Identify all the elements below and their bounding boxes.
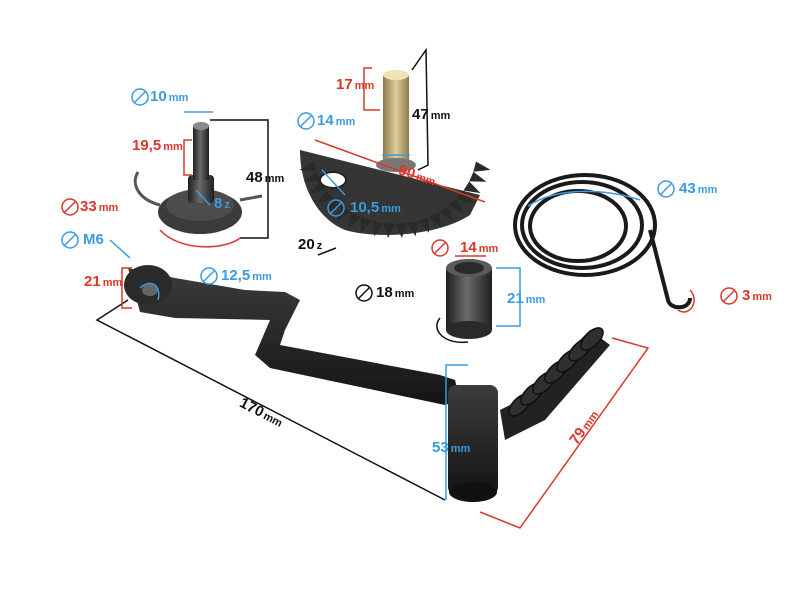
lever-arm: [128, 268, 460, 405]
dim-sector-hole: [321, 169, 346, 196]
label-lever-length: 170mm: [236, 394, 285, 430]
diameter-icon: [200, 267, 218, 285]
sector-shaft-top: [383, 70, 409, 80]
dim-sector-spline: [363, 67, 380, 111]
pedal-rib: [580, 327, 604, 351]
diameter-icon: [657, 180, 675, 198]
diameter-symbols: [61, 88, 738, 305]
kick-sector-gear: [299, 70, 491, 238]
dim-gear-shaft-length: [183, 139, 192, 176]
bushing-body: [446, 268, 492, 330]
spring-coil-2: [520, 180, 644, 270]
dim-sector-width: [314, 139, 486, 203]
pedal-rubber-ribs: [508, 327, 604, 417]
gear-helical-teeth: [188, 175, 214, 203]
spring-coil-1: [513, 173, 657, 277]
gear-inner-ring: [166, 189, 234, 221]
gear-shaft-top: [193, 122, 209, 130]
diameter-icon: [720, 287, 738, 305]
gear-clip-end: [239, 194, 263, 202]
spring-hook: [648, 229, 692, 310]
dim-sector-teeth-pointer: [317, 247, 337, 256]
bushing-bore: [454, 262, 484, 274]
diameter-icon: [297, 112, 315, 130]
gear-shaft: [193, 125, 209, 180]
dim-lever-thread: [109, 239, 131, 259]
lever-bore-hole: [142, 284, 158, 296]
dim-gear-diameter: [159, 229, 241, 248]
label-lever-thread: M6: [83, 231, 104, 248]
diameter-icon: [61, 231, 79, 249]
diameter-icon: [327, 199, 345, 217]
label-sector-width: 90mm: [396, 161, 437, 189]
sector-spline-shaft: [383, 75, 409, 165]
return-spring: [513, 173, 692, 310]
dim-lever-eye: [121, 267, 132, 309]
diameter-icon: [431, 239, 449, 257]
dim-lever-bore: [139, 282, 160, 301]
gear-clip-wire: [133, 171, 161, 207]
label-pedal-length: 79mm: [566, 409, 602, 449]
diameter-icon: [61, 198, 79, 216]
diameter-icon: [131, 88, 149, 106]
dim-gear-height: [210, 119, 269, 239]
bushing-bottom: [446, 321, 492, 339]
spring-coil-3: [528, 189, 628, 263]
diameter-icon: [355, 284, 373, 302]
dimension-lines: [95, 47, 695, 529]
sector-shaft-collar: [376, 158, 416, 172]
dim-spring-wire: [677, 289, 695, 313]
dim-hub-height: [445, 364, 468, 500]
lever-hub-bottom: [449, 482, 497, 502]
dim-bushing-outer: [436, 317, 469, 344]
dim-gear-teeth-pointer: [195, 189, 211, 206]
kick-lever: [124, 265, 610, 502]
bushing: [446, 259, 492, 339]
drive-gear: [133, 122, 263, 234]
lever-hub: [448, 385, 498, 495]
dim-sector-shaft: [411, 47, 429, 171]
sector-hole: [319, 171, 347, 189]
dim-spring-diameter: [527, 190, 641, 207]
dim-lever-length: [95, 299, 446, 501]
dim-pedal-length: [479, 337, 650, 529]
dim-bushing-length: [496, 267, 521, 327]
